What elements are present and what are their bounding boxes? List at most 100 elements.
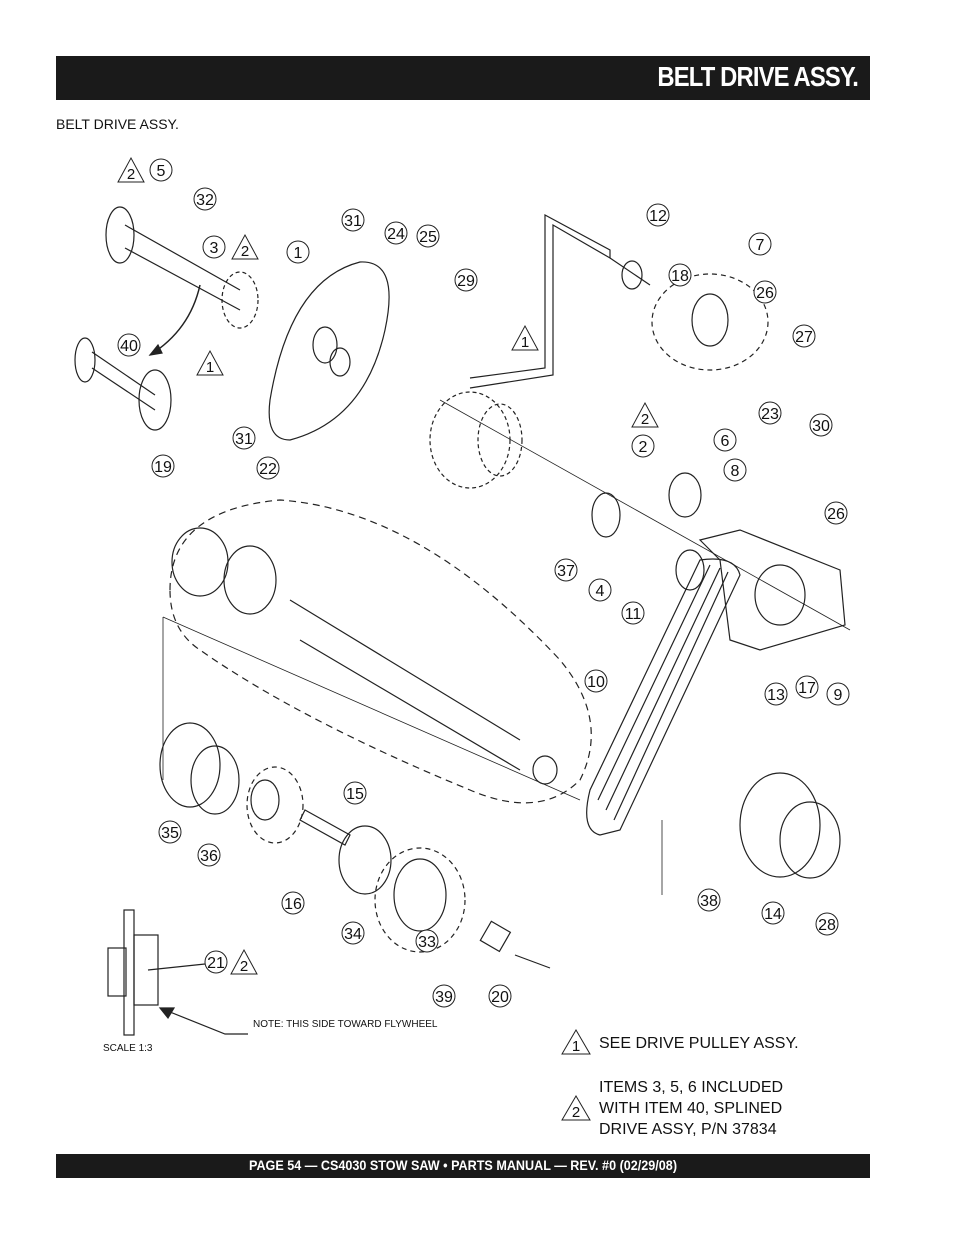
svg-text:27: 27 <box>795 329 813 346</box>
svg-text:17: 17 <box>798 680 816 697</box>
svg-text:12: 12 <box>649 208 667 225</box>
triangle-mark-1b: 1 <box>511 324 539 351</box>
svg-text:31: 31 <box>235 431 253 448</box>
svg-text:39: 39 <box>435 989 453 1006</box>
callout-14: 38 <box>697 888 721 912</box>
legend-item-2-line-2: WITH ITEM 40, SPLINED <box>599 1100 783 1117</box>
callout-34: 16 <box>281 891 305 915</box>
svg-text:22: 22 <box>259 461 277 478</box>
mounting-plate <box>268 261 390 441</box>
svg-text:16: 16 <box>284 896 302 913</box>
splined-shaft <box>124 224 241 311</box>
callout-7: 7 <box>748 232 772 256</box>
callout-39: 28 <box>815 912 839 936</box>
callout-16: 15 <box>343 781 367 805</box>
svg-text:25: 25 <box>419 229 437 246</box>
svg-text:30: 30 <box>812 418 830 435</box>
svg-text:2: 2 <box>641 411 649 428</box>
svg-text:32: 32 <box>196 192 214 209</box>
svg-text:6: 6 <box>721 433 730 450</box>
callout-20: 39 <box>432 984 456 1008</box>
svg-text:26: 26 <box>827 506 845 523</box>
callout-15: 36 <box>197 843 221 867</box>
callout-13: 11 <box>621 601 645 625</box>
svg-text:33: 33 <box>418 934 436 951</box>
footer-text: PAGE 54 — CS4030 STOW SAW • PARTS MANUAL… <box>248 1157 678 1173</box>
page-title: BELT DRIVE ASSY. <box>657 61 858 92</box>
callout-9: 17 <box>795 675 819 699</box>
svg-text:2: 2 <box>240 958 248 975</box>
callout-23: 8 <box>723 458 747 482</box>
svg-text:4: 4 <box>596 583 605 600</box>
callout-31a: 31 <box>341 208 365 232</box>
callout-5b: 21 <box>204 950 228 974</box>
svg-text:38: 38 <box>700 893 718 910</box>
callout-32: 32 <box>193 187 217 211</box>
callout-35: 10 <box>584 669 608 693</box>
svg-text:8: 8 <box>731 463 740 480</box>
callout-3: 3 <box>202 235 226 259</box>
hub-flange-part <box>105 206 135 264</box>
triangle-mark-1a: 1 <box>196 349 224 376</box>
callout-10: 9 <box>826 682 850 706</box>
svg-text:1: 1 <box>206 359 214 376</box>
svg-text:2: 2 <box>639 439 648 456</box>
svg-text:29: 29 <box>457 273 475 290</box>
legend-item-2-text: ITEMS 3, 5, 6 INCLUDED WITH ITEM 40, SPL… <box>599 1077 783 1140</box>
svg-text:7: 7 <box>756 237 765 254</box>
callout-24: 24 <box>384 221 408 245</box>
legend-triangle-1: 1 <box>561 1029 591 1055</box>
svg-text:34: 34 <box>344 926 362 943</box>
callout-6: 2 <box>631 434 655 458</box>
triangle-mark-2a: 2 <box>117 156 145 183</box>
scale-label: SCALE 1:3 <box>103 1043 153 1054</box>
svg-text:31: 31 <box>344 213 362 230</box>
svg-text:19: 19 <box>154 459 172 476</box>
svg-text:2: 2 <box>572 1104 580 1121</box>
callout-12: 12 <box>646 203 670 227</box>
svg-text:9: 9 <box>834 687 843 704</box>
callout-22: 19 <box>151 454 175 478</box>
footer-bar: PAGE 54 — CS4030 STOW SAW • PARTS MANUAL… <box>56 1154 870 1178</box>
shaft-assembly-outline <box>169 499 592 804</box>
svg-text:13: 13 <box>767 687 785 704</box>
callout-5a: 5 <box>149 158 173 182</box>
svg-text:35: 35 <box>161 825 179 842</box>
callout-1a: 1 <box>286 240 310 264</box>
callout-28: 14 <box>761 901 785 925</box>
section-subtitle: BELT DRIVE ASSY. <box>56 116 179 132</box>
svg-text:2: 2 <box>241 243 249 260</box>
callout-17: 13 <box>764 682 788 706</box>
svg-text:20: 20 <box>491 989 509 1006</box>
callout-11: 4 <box>588 578 612 602</box>
triangle-mark-2c: 2 <box>631 401 659 428</box>
svg-text:36: 36 <box>200 848 218 865</box>
legend-triangle-2: 2 <box>561 1095 591 1121</box>
svg-text:1: 1 <box>294 245 303 262</box>
svg-text:21: 21 <box>207 955 225 972</box>
legend-item-2-line-1: ITEMS 3, 5, 6 INCLUDED <box>599 1079 784 1096</box>
svg-text:3: 3 <box>210 240 219 257</box>
svg-text:37: 37 <box>557 563 575 580</box>
svg-text:1: 1 <box>572 1038 580 1055</box>
svg-text:1: 1 <box>521 334 529 351</box>
triangle-mark-2b: 2 <box>231 233 259 260</box>
callout-33: 34 <box>341 921 365 945</box>
svg-text:18: 18 <box>671 268 689 285</box>
svg-text:2: 2 <box>127 166 135 183</box>
legend-item-1-text: SEE DRIVE PULLEY ASSY. <box>599 1035 799 1052</box>
svg-text:23: 23 <box>761 406 779 423</box>
belt-guard <box>698 529 846 651</box>
svg-text:28: 28 <box>818 917 836 934</box>
callout-25: 25 <box>416 224 440 248</box>
triangle-mark-2d: 2 <box>230 948 258 975</box>
svg-text:11: 11 <box>625 606 642 623</box>
callout-26b: 30 <box>809 413 833 437</box>
callout-29: 29 <box>454 268 478 292</box>
svg-text:5: 5 <box>157 163 166 180</box>
callout-8: 6 <box>713 428 737 452</box>
header-bar: BELT DRIVE ASSY. <box>56 56 870 100</box>
callout-40: 40 <box>117 333 141 357</box>
svg-text:24: 24 <box>387 226 405 243</box>
